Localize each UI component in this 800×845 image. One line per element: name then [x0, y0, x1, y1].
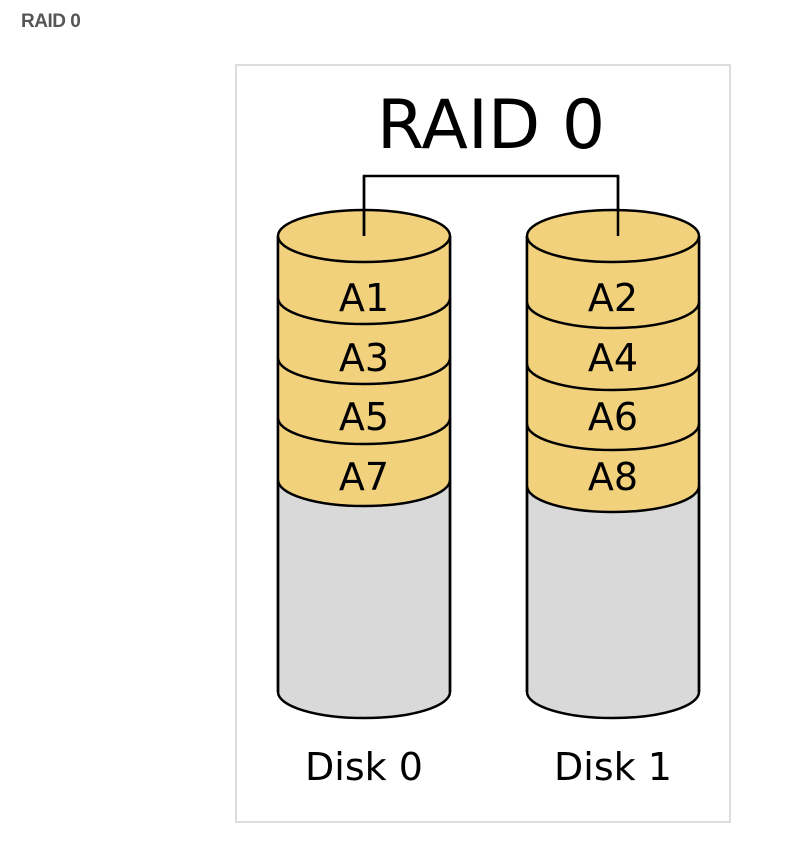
disk-1: A2 A4 A6 A8 Disk 1	[525, 176, 701, 789]
stripe-block: A6	[588, 395, 638, 439]
disk-label: Disk 1	[554, 745, 672, 789]
stripe-block: A2	[588, 276, 638, 320]
disk-label: Disk 0	[305, 745, 423, 789]
disk-1-top	[525, 208, 701, 264]
stripe-block: A8	[588, 455, 638, 499]
diagram-title: RAID 0	[377, 86, 605, 165]
stripe-block: A1	[339, 276, 389, 320]
stripe-block: A7	[339, 455, 389, 499]
disk-0: A1 A3 A5 A7 Disk 0	[276, 176, 452, 789]
stripe-block: A4	[588, 336, 638, 380]
page-heading: RAID 0	[21, 11, 81, 32]
raid-diagram-frame: RAID 0 A1 A3	[235, 64, 731, 823]
stripe-block: A5	[339, 395, 389, 439]
stripe-block: A3	[339, 336, 389, 380]
raid-diagram: RAID 0 A1 A3	[276, 86, 701, 789]
